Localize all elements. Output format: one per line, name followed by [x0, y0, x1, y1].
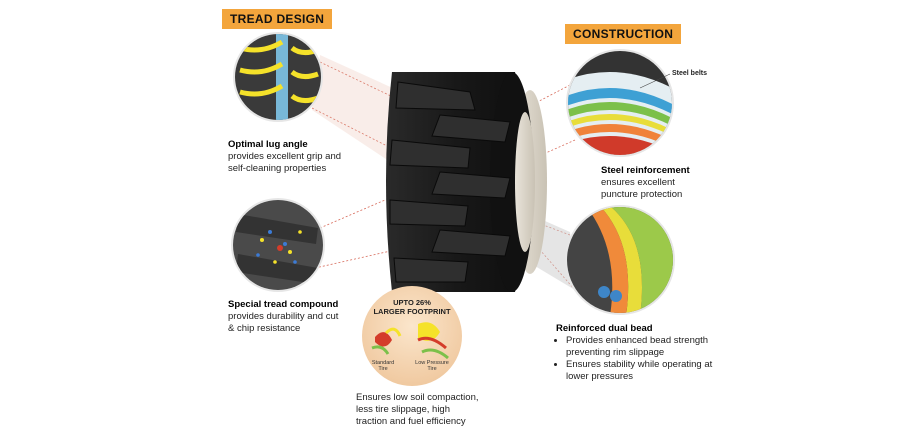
dual-bead-title: Reinforced dual bead — [556, 323, 653, 334]
lug-angle-desc-2: self-cleaning properties — [228, 163, 327, 174]
footprint-desc-1: Ensures low soil compaction, — [356, 392, 479, 403]
footprint-heading: UPTO 26% LARGER FOOTPRINT — [372, 298, 452, 316]
footprint-comparison — [362, 286, 462, 386]
footprint-line-1: UPTO 26% — [393, 298, 431, 307]
lug-angle-desc-1: provides excellent grip and — [228, 151, 342, 162]
construction-heading: CONSTRUCTION — [565, 24, 682, 44]
footprint-callout: Ensures low soil compaction, less tire s… — [356, 392, 479, 428]
standard-tire-label-2: Tire — [378, 366, 388, 372]
tread-lug-closeup — [233, 32, 323, 122]
tread-compound-desc-1: provides durability and cut — [228, 311, 339, 322]
steel-reinforcement-desc-2: puncture protection — [601, 189, 683, 200]
low-pressure-tire-label-1: Low Pressure — [415, 360, 449, 366]
low-pressure-tire-footprint — [417, 322, 449, 360]
footprint-desc-3: traction and fuel efficiency — [356, 416, 466, 427]
standard-tire-label-1: Standard — [371, 360, 395, 366]
tread-compound-desc-2: & chip resistance — [228, 323, 301, 334]
steel-reinforcement-title: Steel reinforcement — [601, 165, 690, 176]
standard-tire-label: Standard Tire — [368, 360, 398, 372]
dual-bead-callout: Reinforced dual bead Provides enhanced b… — [556, 323, 736, 383]
tread-compound-closeup — [231, 198, 325, 292]
low-pressure-tire-label-2: Tire — [427, 366, 437, 372]
dual-bead-bullet-1: Provides enhanced bead strength preventi… — [566, 335, 736, 359]
tread-design-heading: TREAD DESIGN — [222, 9, 333, 29]
lug-angle-callout: Optimal lug angle provides excellent gri… — [228, 139, 341, 175]
footprint-line-2: LARGER FOOTPRINT — [373, 307, 451, 316]
lug-angle-title: Optimal lug angle — [228, 139, 308, 150]
steel-belts-label: Steel belts — [672, 70, 708, 77]
dual-bead-closeup — [565, 205, 675, 315]
tire-illustration — [386, 72, 547, 292]
footprint-desc-2: less tire slippage, high — [356, 404, 450, 415]
steel-reinforcement-closeup — [566, 49, 674, 157]
steel-reinforcement-callout: Steel reinforcement ensures excellent pu… — [601, 165, 690, 201]
steel-reinforcement-desc-1: ensures excellent — [601, 177, 675, 188]
standard-tire-footprint — [371, 327, 402, 355]
low-pressure-tire-label: Low Pressure Tire — [412, 360, 452, 372]
tread-compound-callout: Special tread compound provides durabili… — [228, 299, 338, 335]
dual-bead-bullet-2: Ensures stability while operating at low… — [566, 359, 736, 383]
tread-compound-title: Special tread compound — [228, 299, 339, 310]
